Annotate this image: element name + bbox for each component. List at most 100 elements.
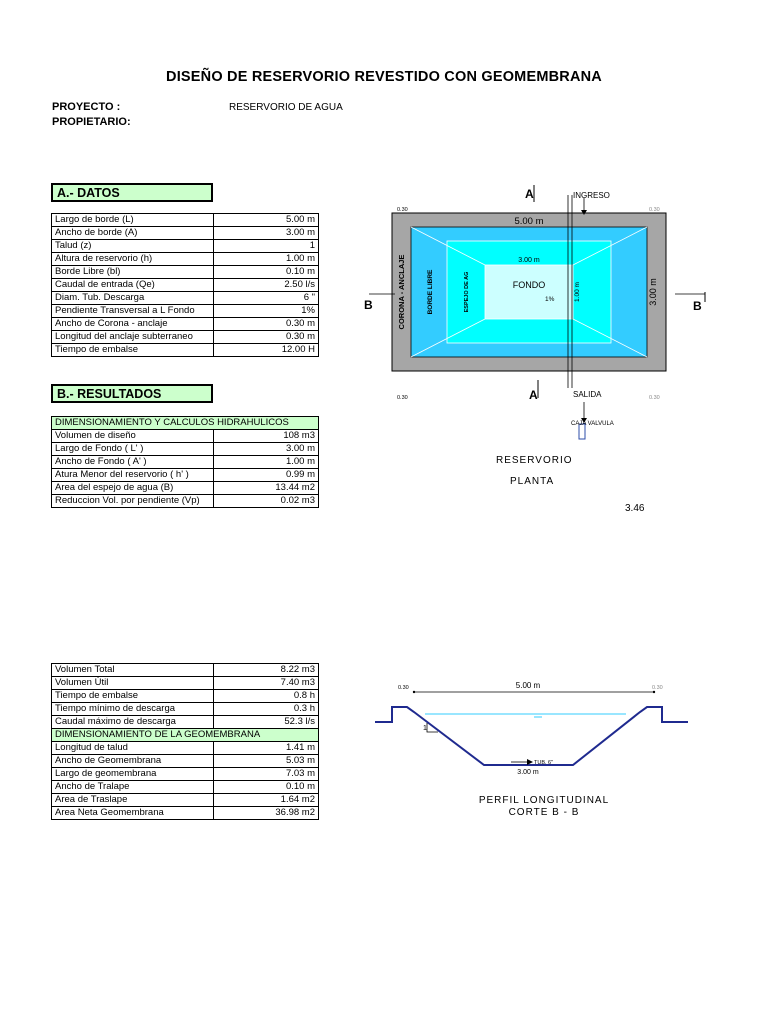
row-value: 7.03 m xyxy=(213,767,319,781)
row-label: Tiempo de embalse xyxy=(51,689,214,703)
row-label: Pendiente Transversal a L Fondo xyxy=(51,304,214,318)
section-a-bottom: A xyxy=(529,388,538,402)
row-value: 0.10 m xyxy=(213,265,319,279)
row-value: 0.10 m xyxy=(213,780,319,794)
section-b-right: B xyxy=(693,299,702,313)
row-label: Area del espejo de agua (B) xyxy=(51,481,214,495)
resultados-subheading: DIMENSIONAMIENTO Y CALCULOS HIDRAHULICOS xyxy=(51,416,319,430)
corner-bottom-right: 0.30 xyxy=(649,395,660,401)
profile-drawing: 0.30 0.30 5.00 m 1 TUB. 6" 3.00 m xyxy=(375,681,688,776)
table-row: Ancho de Fondo ( A' )1.00 m xyxy=(51,455,319,469)
row-label: Volumen de diseño xyxy=(51,429,214,443)
profile-slope-label: 1 xyxy=(423,725,427,732)
row-label: Ancho de borde (A) xyxy=(51,226,214,240)
table-row: Largo de Fondo ( L' )3.00 m xyxy=(51,442,319,456)
row-value: 52.3 l/s xyxy=(213,715,319,729)
plan-caption-reservorio: RESERVORIO xyxy=(496,455,573,466)
table-row: Talud (z)1 xyxy=(51,239,319,253)
resultados-heading: B.- RESULTADOS xyxy=(51,384,213,403)
ingreso-label: INGRESO xyxy=(573,191,610,200)
row-value: 0.3 h xyxy=(213,702,319,716)
section-b-left: B xyxy=(364,298,373,312)
row-value: 2.50 l/s xyxy=(213,278,319,292)
row-label: Diam. Tub. Descarga xyxy=(51,291,214,305)
profile-top-dim: 5.00 m xyxy=(516,681,541,690)
row-label: Borde Libre (bl) xyxy=(51,265,214,279)
row-value: 1% xyxy=(213,304,319,318)
section-a-top: A xyxy=(525,187,534,201)
profile-corner-right: 0.30 xyxy=(652,685,663,691)
profile-outline xyxy=(375,706,688,766)
table-row: Borde Libre (bl)0.10 m xyxy=(51,265,319,279)
proyecto-label: PROYECTO : xyxy=(52,101,121,113)
row-value: 5.03 m xyxy=(213,754,319,768)
profile-caption-2: CORTE B - B xyxy=(508,807,580,818)
corona-label: CORONA - ANCLAJE xyxy=(397,255,406,330)
corner-top-right: 0.30 xyxy=(649,207,660,213)
plan-caption-planta: PLANTA xyxy=(510,476,555,487)
row-label: Caudal máximo de descarga xyxy=(51,715,214,729)
row-value: 0.02 m3 xyxy=(213,494,319,508)
corner-top-left: 0.30 xyxy=(397,207,408,213)
row-label: Longitud de talud xyxy=(51,741,214,755)
proyecto-value: RESERVORIO DE AGUA xyxy=(229,102,343,113)
row-value: 0.8 h xyxy=(213,689,319,703)
table-row: Caudal de entrada (Qe)2.50 l/s xyxy=(51,278,319,292)
table-row: DIMENSIONAMIENTO Y CALCULOS HIDRAHULICOS xyxy=(51,416,319,430)
row-value: 13.44 m2 xyxy=(213,481,319,495)
table-row: Area del espejo de agua (B)13.44 m2 xyxy=(51,481,319,495)
row-label: Volumen Total xyxy=(51,663,214,677)
table-row: DIMENSIONAMIENTO DE LA GEOMEMBRANA xyxy=(51,728,319,742)
salida-label: SALIDA xyxy=(573,390,602,399)
row-label: Caudal de entrada (Qe) xyxy=(51,278,214,292)
row-value: 0.30 m xyxy=(213,330,319,344)
row-value: 12.00 H xyxy=(213,343,319,357)
table-row: Largo de borde (L)5.00 m xyxy=(51,213,319,227)
datos-heading: A.- DATOS xyxy=(51,183,213,202)
profile-bottom-dim: 3.00 m xyxy=(517,769,539,776)
row-label: Atura Menor del reservorio ( h' ) xyxy=(51,468,214,482)
corner-bottom-left: 0.30 xyxy=(397,395,408,401)
row-value: 6 " xyxy=(213,291,319,305)
row-label: Largo de geomembrana xyxy=(51,767,214,781)
row-label: Area Neta Geomembrana xyxy=(51,806,214,820)
plan-drawing: A A B B INGRESO SALIDA CAJA VALVULA 0.30… xyxy=(364,185,706,440)
fondo-label: FONDO xyxy=(513,280,546,290)
row-label: Talud (z) xyxy=(51,239,214,253)
borde-libre-label: BORDE LIBRE xyxy=(427,269,434,314)
row-value: 36.98 m2 xyxy=(213,806,319,820)
table-row: Atura Menor del reservorio ( h' )0.99 m xyxy=(51,468,319,482)
plan-inner-dim: 3.00 m xyxy=(518,257,540,264)
row-value: 7.40 m3 xyxy=(213,676,319,690)
row-value: 3.00 m xyxy=(213,442,319,456)
table-row: Altura de reservorio (h)1.00 m xyxy=(51,252,319,266)
row-value: 1.00 m xyxy=(213,252,319,266)
row-value: 1.64 m2 xyxy=(213,793,319,807)
plan-note: 3.46 xyxy=(625,503,645,514)
caja-valvula-label: CAJA VALVULA xyxy=(571,421,614,427)
row-value: 5.00 m xyxy=(213,213,319,227)
row-label: Reduccion Vol. por pendiente (Vp) xyxy=(51,494,214,508)
caja-valvula-box xyxy=(578,423,586,440)
resultados-table: DIMENSIONAMIENTO Y CALCULOS HIDRAHULICOS… xyxy=(51,416,319,508)
row-value: 1.41 m xyxy=(213,741,319,755)
plan-right-dim: 3.00 m xyxy=(648,278,658,306)
row-value: 108 m3 xyxy=(213,429,319,443)
row-label: Area de Traslape xyxy=(51,793,214,807)
